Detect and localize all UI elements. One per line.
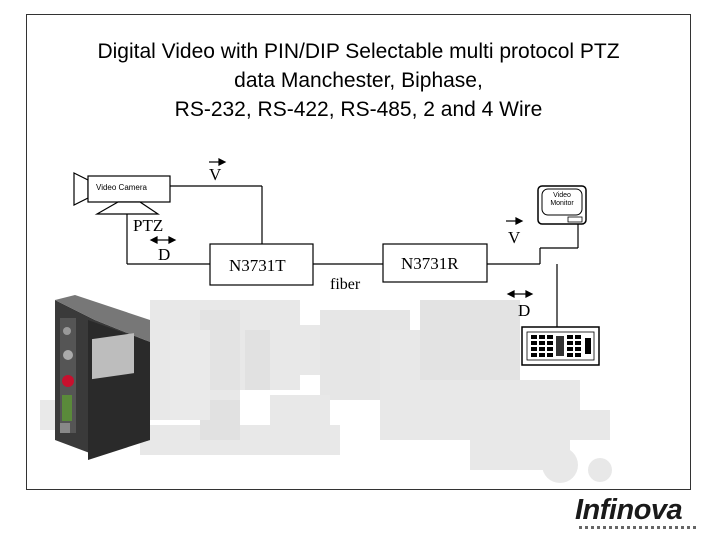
video-label: V <box>209 166 221 184</box>
video-camera-icon <box>74 173 170 214</box>
double-arrow-icon <box>508 291 532 297</box>
monitor-label: Video Monitor <box>550 192 574 208</box>
logo-tagline-mark <box>579 526 697 529</box>
fiber-label: fiber <box>330 276 360 294</box>
video-label: V <box>508 229 520 247</box>
double-arrow-icon <box>151 237 175 243</box>
receiver-label: N3731R <box>401 254 459 274</box>
ptz-label: PTZ <box>133 217 163 235</box>
data-label: D <box>518 302 530 320</box>
transmitter-label: N3731T <box>229 256 286 276</box>
monitor-label-line-2: Monitor <box>550 200 574 208</box>
logo-text: Infinova <box>575 494 682 527</box>
data-label: D <box>158 246 170 264</box>
monitor-label-line-1: Video <box>550 192 574 200</box>
arrow-right-icon <box>506 218 522 224</box>
camera-label: Video Camera <box>96 183 147 192</box>
connection-lines <box>127 186 578 327</box>
keyboard-controller-icon <box>522 327 599 365</box>
infinova-logo: Infinova <box>575 494 703 534</box>
fiber-transceiver-device <box>55 295 150 460</box>
